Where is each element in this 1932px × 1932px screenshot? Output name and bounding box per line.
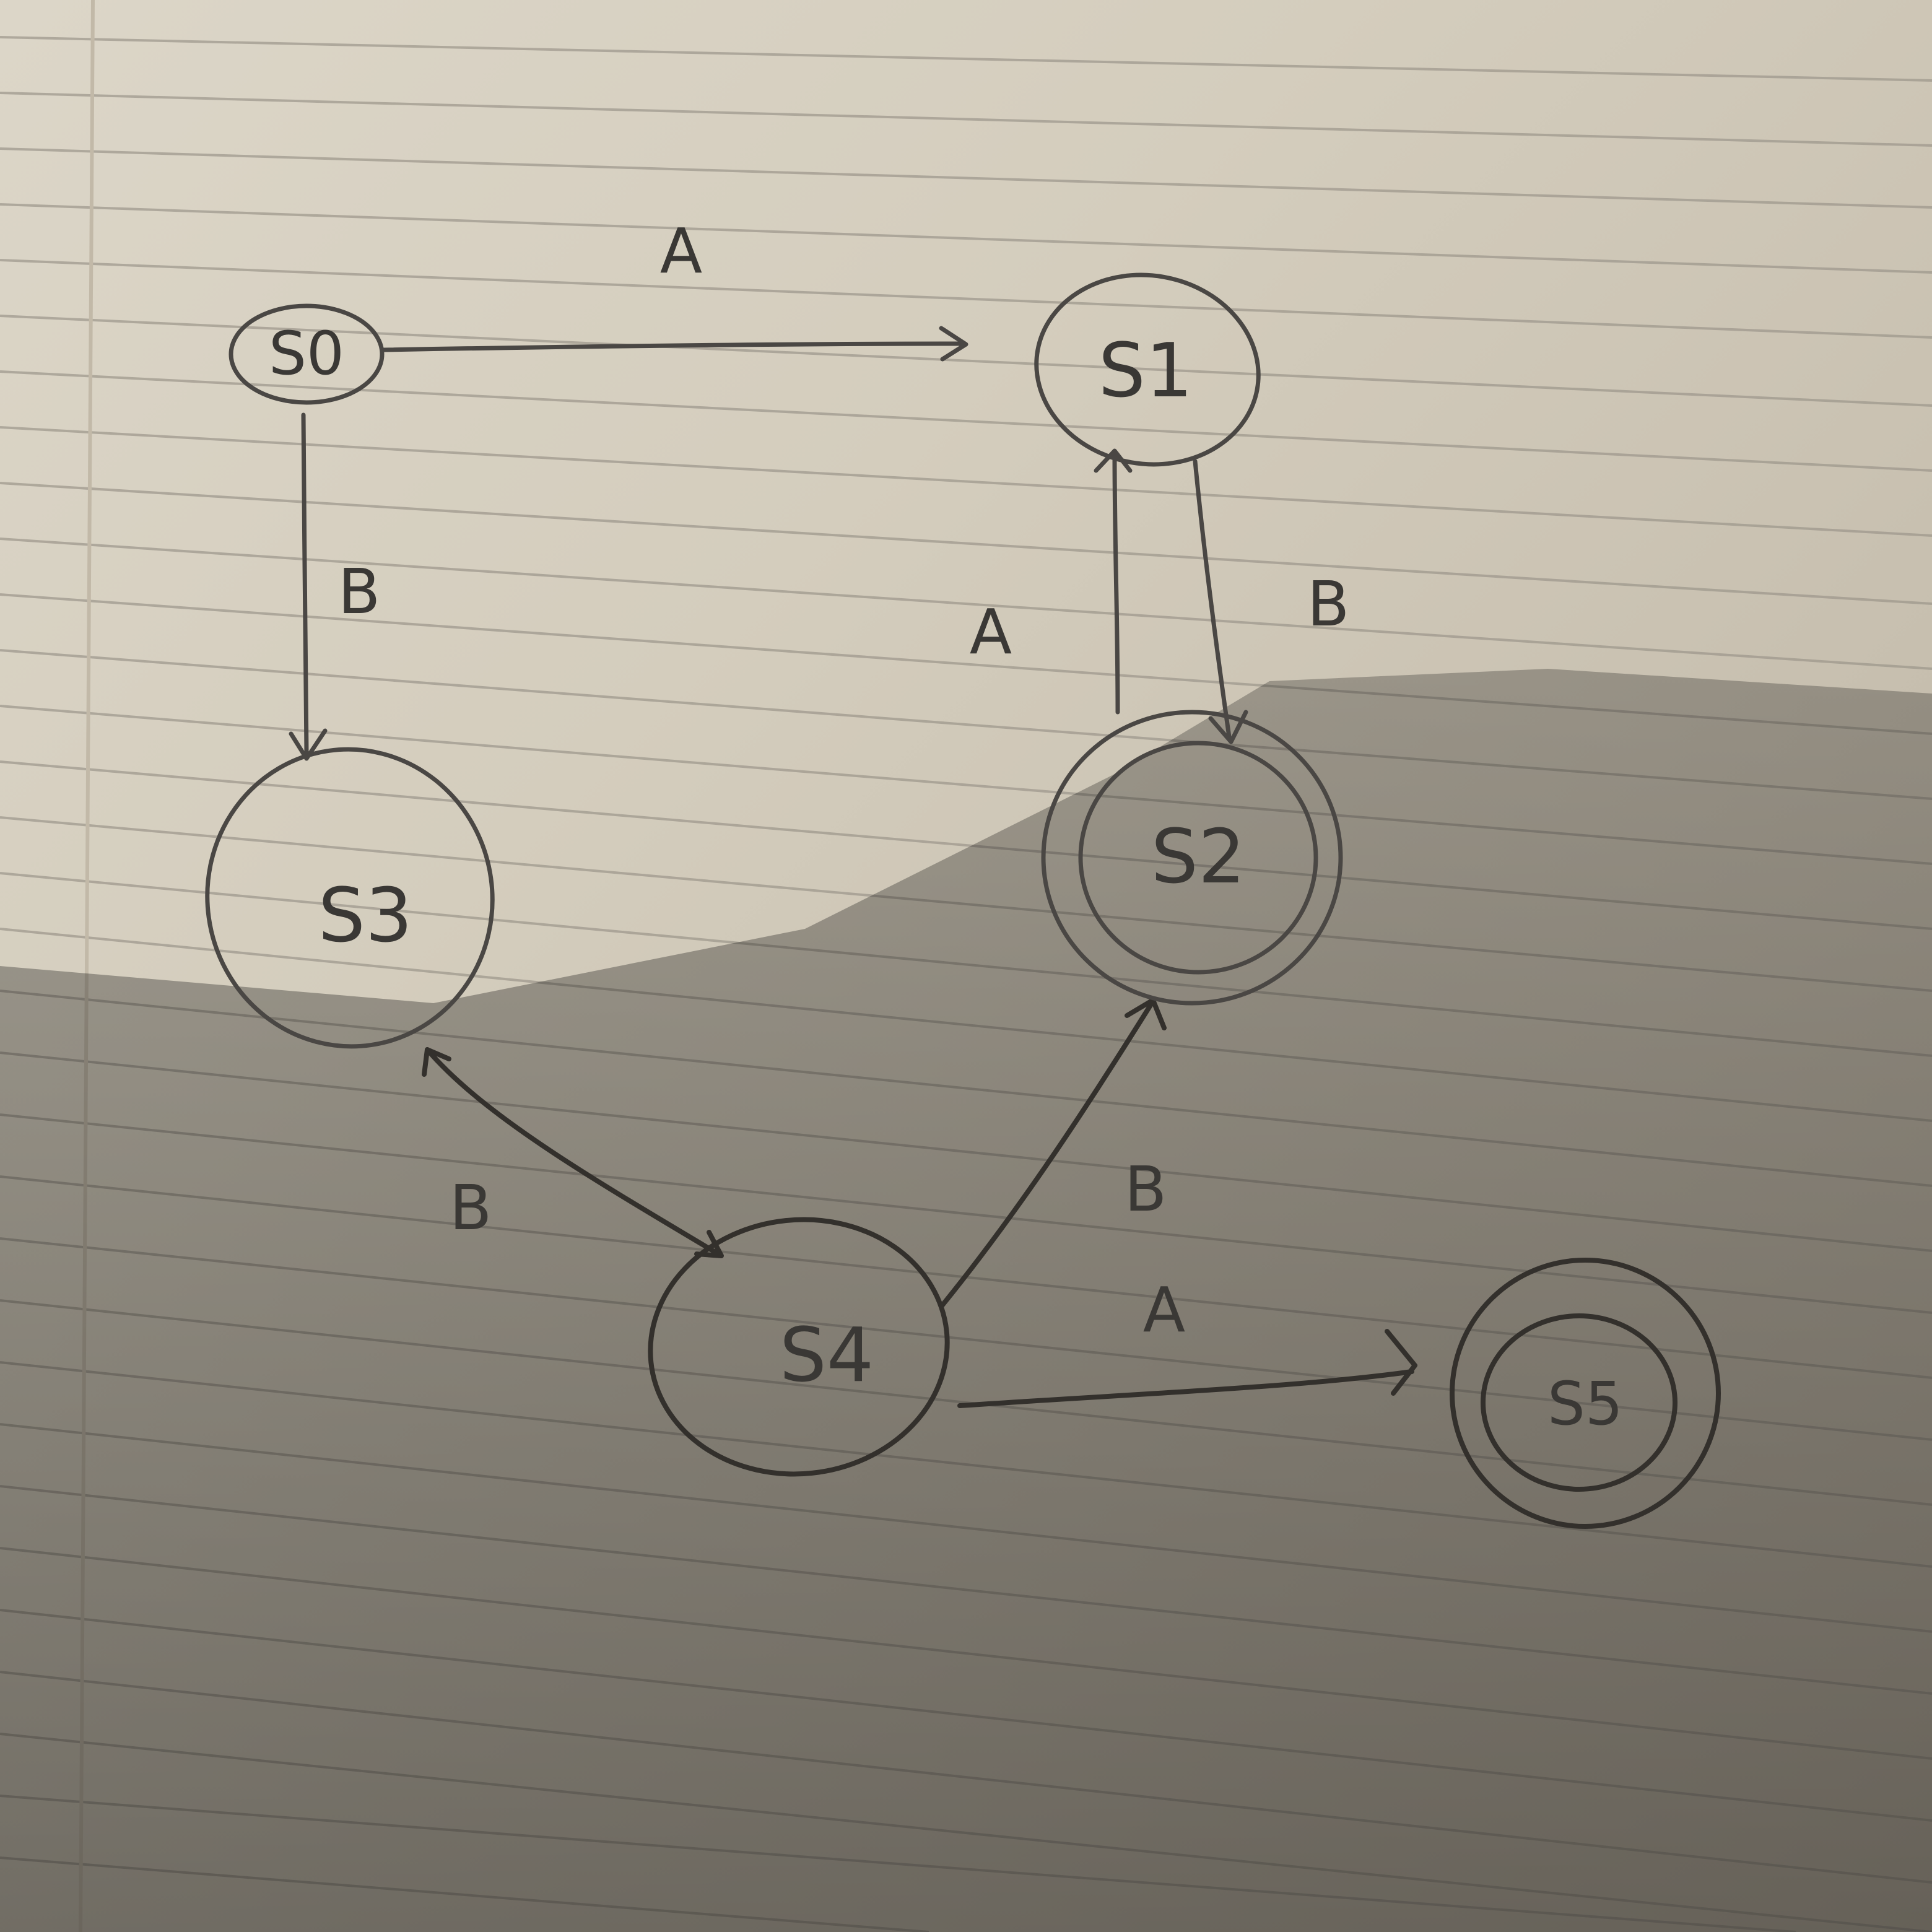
edge-label-s3-s4: B	[450, 1172, 492, 1244]
transition-s4-s5	[957, 1329, 1417, 1408]
state-s3-label: S3	[318, 873, 413, 959]
transition-s0-s3	[289, 412, 328, 761]
state-s2: S2	[1041, 710, 1343, 1006]
state-s1: S1	[1034, 272, 1261, 467]
state-s5: S5	[1450, 1258, 1721, 1529]
edge-label-s0-s1: A	[660, 215, 702, 287]
state-s1-label: S1	[1099, 328, 1193, 414]
edge-label-s4-s2: B	[1125, 1153, 1167, 1225]
transition-s0-s1	[381, 326, 968, 362]
state-s0-label: S0	[269, 319, 344, 388]
transition-s2-s1	[1094, 448, 1133, 715]
edge-label-s1-s2: B	[1307, 568, 1350, 640]
edge-label-s2-s1: A	[970, 596, 1012, 668]
edge-label-s4-s5: A	[1143, 1274, 1185, 1346]
state-s3: S3	[205, 747, 495, 1049]
state-s5-label: S5	[1547, 1369, 1623, 1438]
state-s0: S0	[228, 303, 385, 405]
transition-s3-s4	[422, 1047, 724, 1258]
shadow-overlay	[0, 669, 1932, 1932]
state-s4: S4	[648, 1217, 950, 1477]
state-s2-label: S2	[1151, 814, 1246, 900]
state-s4-label: S4	[780, 1313, 874, 1399]
edge-label-s0-s3: B	[338, 555, 381, 628]
